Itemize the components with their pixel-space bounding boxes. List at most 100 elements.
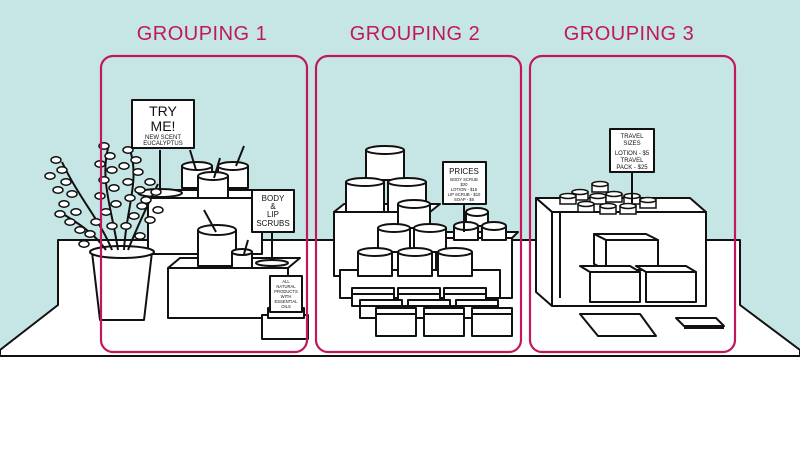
gift-box xyxy=(589,271,641,303)
prices-line: SOAP - $6 xyxy=(454,197,475,202)
all-natural-line: OILS xyxy=(281,304,291,309)
leaf xyxy=(84,230,96,238)
grouping-2-display xyxy=(333,145,519,337)
leaf xyxy=(144,178,156,186)
leaf xyxy=(74,226,86,234)
spatula xyxy=(203,209,217,233)
soap-stack xyxy=(351,287,513,337)
lip-jar-lid xyxy=(481,221,507,231)
leaf xyxy=(100,208,112,216)
soap-bar xyxy=(375,307,417,337)
travel-jar-lid xyxy=(605,190,623,198)
all-natural-line: NATURAL xyxy=(276,284,296,289)
travel-line: TRAVEL xyxy=(621,158,645,164)
all-natural-line: PRODUCTS xyxy=(274,289,298,294)
lotion-jar-lid xyxy=(397,199,431,209)
prices-title: PRICES xyxy=(449,167,479,176)
gift-box-top xyxy=(579,265,641,273)
prices-card xyxy=(442,161,487,205)
leaf xyxy=(130,156,142,164)
all-natural-sign: ALL NATURAL PRODUCTS WITH ESSENTIAL OILS xyxy=(269,275,303,313)
eucalyptus-plant xyxy=(44,142,164,321)
travel-line: SIZES xyxy=(623,141,640,147)
lip-jar-lid xyxy=(465,207,489,217)
travel-jar-lid xyxy=(559,192,577,200)
travel-jar-lid xyxy=(599,202,617,210)
floor-background xyxy=(0,356,800,465)
scrub-jar-lid xyxy=(397,247,433,257)
leaf xyxy=(144,216,156,224)
leaf xyxy=(122,178,134,186)
body-lip-line-2: & xyxy=(270,202,276,211)
leaf xyxy=(134,186,146,194)
soap-bar xyxy=(423,307,465,337)
gift-box-side xyxy=(593,233,607,271)
spatula xyxy=(189,149,197,171)
planter-rim xyxy=(89,245,155,259)
sign-base xyxy=(255,259,289,267)
leaf xyxy=(150,188,162,196)
prices-line: LIP SCRUB - $10 xyxy=(448,192,481,197)
leaf xyxy=(50,156,62,164)
lotion-jar-lid xyxy=(345,177,385,187)
leaf xyxy=(118,162,130,170)
scrub-jar-lid xyxy=(377,223,411,233)
leaf xyxy=(54,210,66,218)
leaf xyxy=(64,218,76,226)
body-lip-sign: BODY & LIP SCRUBS xyxy=(251,189,295,233)
leaf xyxy=(110,200,122,208)
prices-line: LOTION - $15 xyxy=(451,187,478,192)
leaf xyxy=(58,200,70,208)
spatula xyxy=(213,157,221,179)
leaf xyxy=(90,218,102,226)
scrub-jar-lid xyxy=(197,224,237,236)
soap-bar xyxy=(471,307,513,337)
lip-jar-lid xyxy=(231,248,253,256)
grouping-3-display xyxy=(535,172,725,337)
try-me-card xyxy=(131,99,195,149)
leaf xyxy=(78,240,90,248)
travel-card xyxy=(609,128,655,173)
body-lip-card xyxy=(251,189,295,233)
leaf xyxy=(132,168,144,176)
all-natural-line: ESSENTIAL xyxy=(274,299,298,304)
leaf xyxy=(60,178,72,186)
try-me-sub-1: NEW SCENT xyxy=(145,135,181,141)
spatula xyxy=(235,145,245,167)
tester-jar-lid xyxy=(181,161,213,171)
travel-jar-lid xyxy=(577,200,595,208)
flyer-stack xyxy=(675,317,725,327)
leaf xyxy=(56,166,68,174)
leaf xyxy=(106,166,118,174)
leaf xyxy=(152,206,164,214)
prices-line: BODY SCRUB xyxy=(450,177,478,182)
leaf xyxy=(134,232,146,240)
all-natural-line: WITH xyxy=(281,294,292,299)
spatula xyxy=(243,239,249,255)
leaf xyxy=(140,196,152,204)
scrub-jar-lid xyxy=(437,247,473,257)
leaf xyxy=(122,146,134,154)
travel-line: PACK - $25 xyxy=(616,165,648,171)
try-me-sub-2: EUCALYPTUS xyxy=(143,141,183,147)
travel-sign: TRAVEL SIZES LOTION - $5 TRAVEL PACK - $… xyxy=(609,128,655,173)
lotion-jar-lid xyxy=(365,145,405,155)
leaf xyxy=(66,190,78,198)
scrub-jar-lid xyxy=(413,223,447,233)
travel-jar-lid xyxy=(571,188,589,196)
travel-jar-lid xyxy=(589,192,607,200)
jar-stack xyxy=(345,145,507,277)
leaf xyxy=(124,194,136,202)
travel-line: LOTION - $5 xyxy=(615,151,650,157)
leaf xyxy=(106,222,118,230)
grouping-2-frame xyxy=(314,54,523,354)
grouping-1-title: GROUPING 1 xyxy=(137,23,268,45)
grouping-1-frame xyxy=(99,54,309,354)
scrub-jar-lid xyxy=(357,247,393,257)
travel-jar-lid xyxy=(619,202,637,210)
travel-jar-lid xyxy=(591,180,609,188)
leaf xyxy=(70,208,82,216)
leaf xyxy=(108,184,120,192)
body-lip-line-3: LIP xyxy=(267,210,279,219)
